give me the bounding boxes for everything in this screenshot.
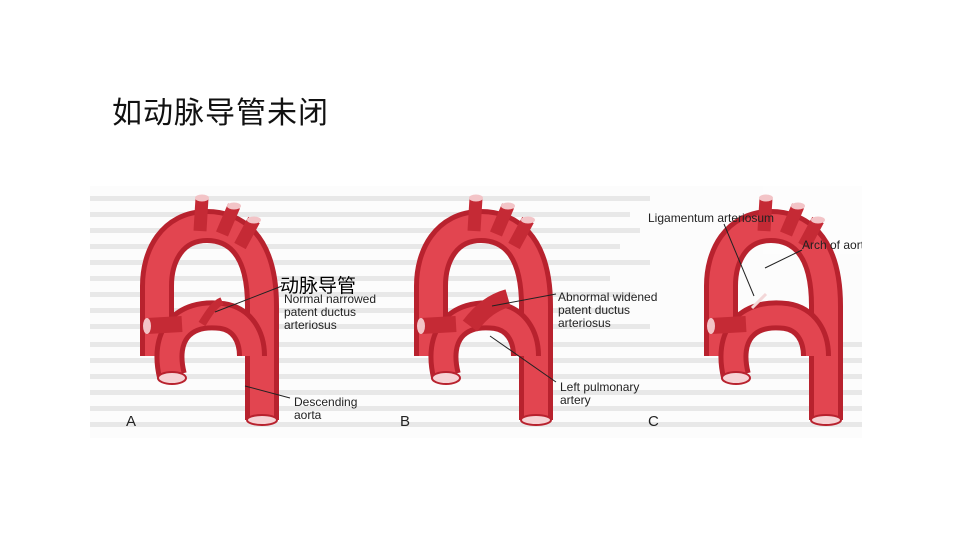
- panel-letter-a: A: [126, 413, 136, 430]
- leader-line: [489, 335, 557, 383]
- label-normal-narrowed: Normal narrowed: [284, 292, 376, 306]
- pda-illustration: 动脉导管 Normal narrowed patent ductus arter…: [90, 186, 862, 438]
- label-artery: artery: [560, 393, 591, 407]
- label-left-pulmonary: Left pulmonary: [560, 380, 639, 394]
- leader-line: [723, 223, 755, 297]
- panel-letter-b: B: [400, 413, 410, 430]
- leader-line: [764, 249, 803, 269]
- ductus-widened: [462, 289, 511, 332]
- label-descending: Descending: [294, 395, 357, 409]
- ductus-narrow: [198, 297, 224, 327]
- label-abnormal-widened: Abnormal widened: [558, 290, 657, 304]
- leader-line: [214, 285, 283, 313]
- leader-line: [244, 385, 291, 399]
- panel-c: Ligamentum arteriosum Arch of aorta C: [648, 195, 862, 431]
- leader-line: [491, 293, 557, 307]
- cn-overlay-label: 动脉导管: [280, 275, 356, 297]
- label-patent-ductus-b: patent ductus: [558, 303, 630, 317]
- label-arteriosus-a: arteriosus: [284, 318, 337, 332]
- label-arteriosus-b: arteriosus: [558, 316, 611, 330]
- panel-b: Abnormal widened patent ductus arteriosu…: [400, 195, 657, 431]
- slide-title: 如动脉导管未闭: [112, 96, 329, 131]
- label-ligamentum-arteriosum: Ligamentum arteriosum: [648, 211, 774, 225]
- panel-a: 动脉导管 Normal narrowed patent ductus arter…: [126, 195, 376, 431]
- ligamentum: [750, 292, 768, 310]
- panel-letter-c: C: [648, 413, 659, 430]
- label-patent-ductus-a: patent ductus: [284, 305, 356, 319]
- label-aorta: aorta: [294, 408, 322, 422]
- label-arch-of-aorta: Arch of aorta: [802, 238, 862, 252]
